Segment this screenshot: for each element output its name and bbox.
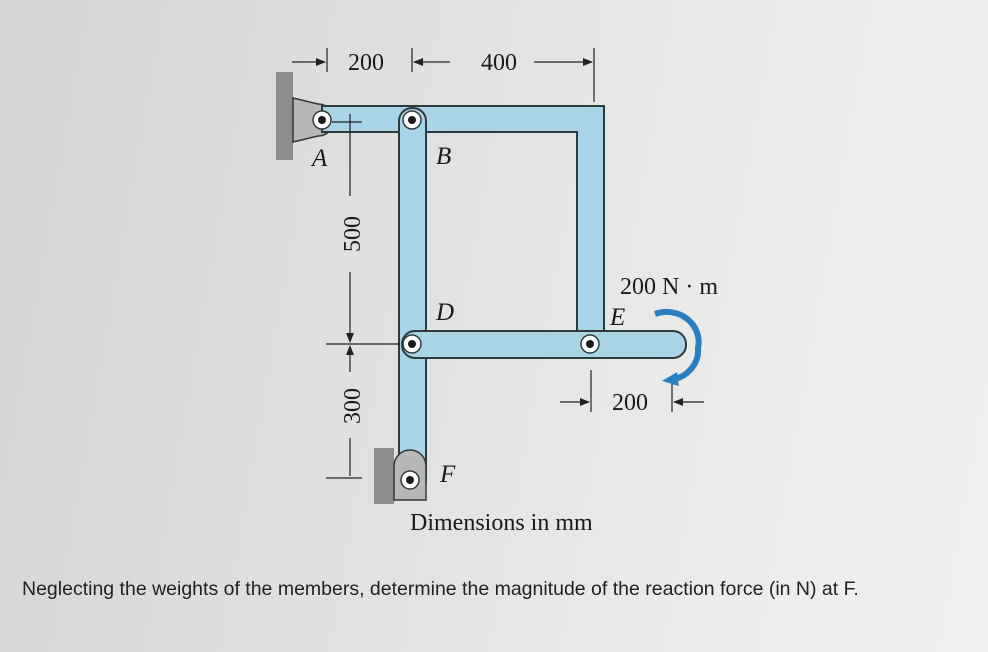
pin-f <box>400 470 420 490</box>
dimension-lines-top <box>292 48 595 102</box>
wall-support-a <box>276 72 293 160</box>
question-text: Neglecting the weights of the members, d… <box>22 578 859 600</box>
pin-b <box>402 110 422 130</box>
label-point-b: B <box>436 143 451 170</box>
diagram-caption: Dimensions in mm <box>410 510 593 536</box>
pin-e <box>580 334 600 354</box>
label-point-a: A <box>310 145 328 172</box>
dim-vertical-lower: 300 <box>340 388 366 424</box>
dimension-lines-right <box>560 370 704 412</box>
pin-a <box>312 110 332 130</box>
frame-diagram: 200 400 500 300 200 A B D E F 200 N · m … <box>276 48 718 536</box>
label-point-d: D <box>435 299 454 326</box>
label-point-f: F <box>439 461 456 488</box>
moment-arrow <box>653 308 702 387</box>
pin-d <box>402 334 422 354</box>
dim-vertical-upper: 500 <box>340 216 366 252</box>
dim-horizontal-right: 200 <box>612 390 648 416</box>
ground-support-f <box>374 448 394 504</box>
member-de <box>401 330 687 359</box>
dim-top-left: 200 <box>348 50 384 76</box>
moment-label: 200 N · m <box>620 274 718 300</box>
dimension-lines-vertical <box>326 114 400 479</box>
label-point-e: E <box>609 304 625 331</box>
dim-top-right: 400 <box>481 50 517 76</box>
member-bf <box>398 107 427 494</box>
